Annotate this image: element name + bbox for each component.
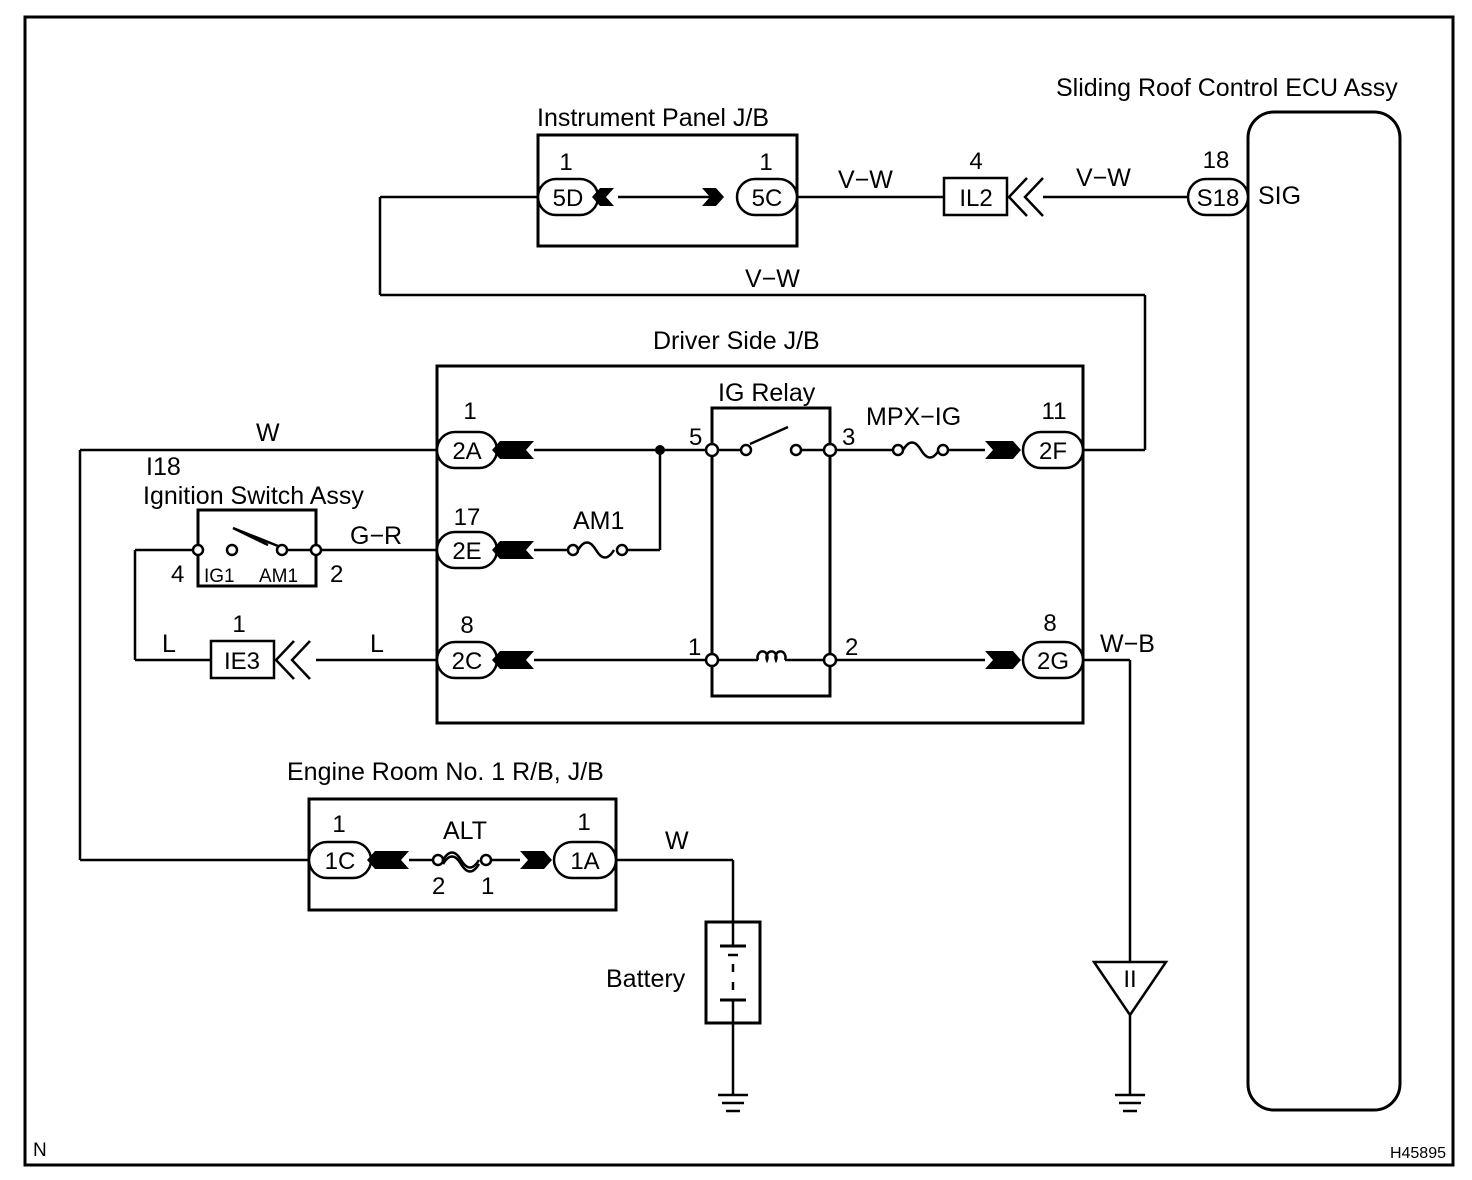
ground-ecu: II [1091, 960, 1169, 1113]
alt-pin-2: 2 [432, 873, 445, 900]
ig-relay-coil: 1 2 [688, 634, 858, 668]
pin-2f: 11 [1042, 398, 1067, 425]
wire-gr: G−R [350, 522, 402, 550]
connector-5d-label: 5D [553, 185, 584, 212]
connector-2e: 2E 17 [435, 504, 534, 570]
ignition-switch-code: I18 [146, 453, 181, 481]
switch-pin-4: 4 [171, 561, 184, 588]
ecu-sig-terminal-label: SIG [1258, 182, 1301, 210]
engine-room-rb-jb-label: Engine Room No. 1 R/B, J/B [287, 758, 604, 786]
connector-2c-label: 2C [452, 648, 483, 675]
pin-ie3: 1 [232, 611, 245, 638]
fuse-icon [901, 441, 941, 459]
driver-side-jb-label: Driver Side J/B [653, 327, 820, 355]
connector-2f-label: 2F [1039, 438, 1067, 465]
ignition-switch-assy: I18 Ignition Switch Assy IG1 AM1 [143, 453, 364, 588]
alt-pin-1: 1 [481, 873, 494, 900]
fuse-mpx-ig: MPX−IG [866, 403, 961, 459]
pin-5c: 1 [759, 149, 772, 176]
battery: Battery [606, 920, 762, 1025]
pin-2a: 1 [463, 398, 476, 425]
wire-vw-b: V−W [1076, 164, 1131, 192]
figure-code: H45895 [1390, 1145, 1446, 1162]
connector-2c: 2C 8 [435, 612, 534, 680]
relay-pin-1: 1 [688, 634, 701, 661]
wire-vw-a: V−W [838, 166, 893, 194]
fuse-am1: AM1 [566, 507, 629, 559]
connector-1a: 1A 1 [520, 809, 618, 880]
wire-w-battery: W [665, 827, 689, 855]
am1-terminal-label: AM1 [259, 566, 298, 587]
pin-2c: 8 [460, 612, 473, 639]
fuse-mpx-ig-label: MPX−IG [866, 403, 961, 431]
corner-mark: N [33, 1140, 47, 1161]
connector-5d: 5D 1 [536, 149, 614, 217]
connector-il2: IL2 4 [942, 148, 1044, 217]
instrument-panel-jb: Instrument Panel J/B [536, 104, 799, 248]
connector-5c: 5C 1 [702, 149, 799, 217]
fuse-icon [576, 541, 616, 559]
ig1-terminal-label: IG1 [204, 566, 235, 587]
connector-ie3-label: IE3 [224, 648, 260, 675]
ig-relay: IG Relay [710, 379, 832, 698]
ground-point-icon [1091, 960, 1169, 1018]
ig-relay-contacts: 5 3 [655, 424, 855, 458]
switch-pin-2: 2 [330, 561, 343, 588]
sliding-roof-ecu-label: Sliding Roof Control ECU Assy [1056, 74, 1398, 102]
ig-relay-label: IG Relay [718, 379, 816, 407]
wire-wb: W−B [1100, 630, 1155, 658]
connector-2e-label: 2E [452, 538, 481, 565]
relay-pin-3: 3 [842, 424, 855, 451]
battery-label: Battery [606, 965, 686, 993]
connector-1c: 1C 1 [307, 811, 409, 880]
pin-1a: 1 [577, 809, 590, 836]
connector-s18-label: S18 [1197, 185, 1240, 212]
fuse-am1-label: AM1 [573, 507, 624, 535]
wire-labels: V−W V−W V−W W G−R L L W−B W [162, 164, 1155, 855]
ground-battery [718, 1093, 748, 1113]
pin-2g: 8 [1043, 610, 1056, 637]
instrument-panel-jb-label: Instrument Panel J/B [537, 104, 769, 132]
pin-il2: 4 [969, 148, 982, 175]
connector-5c-label: 5C [752, 185, 783, 212]
splice-point [655, 445, 665, 455]
diagram-border [23, 15, 1455, 1167]
pin-2e: 17 [454, 504, 481, 531]
connector-2f: 2F 11 [985, 398, 1085, 470]
ignition-switch-contacts: 4 2 [171, 526, 343, 588]
wire-l-b: L [370, 630, 384, 658]
connector-2a-label: 2A [452, 438, 481, 465]
connector-1c-label: 1C [325, 848, 356, 875]
wire-vw-c: V−W [745, 265, 800, 293]
relay-pin-2: 2 [845, 634, 858, 661]
pin-s18: 18 [1203, 147, 1230, 174]
connector-2a: 2A 1 [435, 398, 534, 470]
connector-s18: S18 18 [1186, 147, 1250, 217]
relay-pin-5: 5 [689, 424, 702, 451]
sliding-roof-ecu: Sliding Roof Control ECU Assy SIG [1056, 74, 1402, 1112]
pin-1c: 1 [332, 811, 345, 838]
wire-w-top: W [256, 419, 280, 447]
connector-ie3: IE3 1 [209, 611, 311, 680]
fusible-link-icon [441, 851, 481, 869]
fuse-alt: ALT 2 1 [431, 817, 494, 900]
driver-side-jb: Driver Side J/B [435, 327, 1085, 725]
connector-1a-label: 1A [570, 848, 599, 875]
connector-2g: 2G 8 [985, 610, 1085, 680]
connector-il2-label: IL2 [959, 185, 992, 212]
connector-2g-label: 2G [1037, 648, 1069, 675]
wires [78, 195, 1188, 1095]
pin-5d: 1 [559, 149, 572, 176]
ground-point-label: II [1123, 966, 1136, 993]
wire-l-a: L [162, 630, 176, 658]
ignition-switch-label: Ignition Switch Assy [143, 482, 364, 510]
coil-icon [756, 650, 787, 664]
fuse-alt-label: ALT [443, 817, 487, 845]
